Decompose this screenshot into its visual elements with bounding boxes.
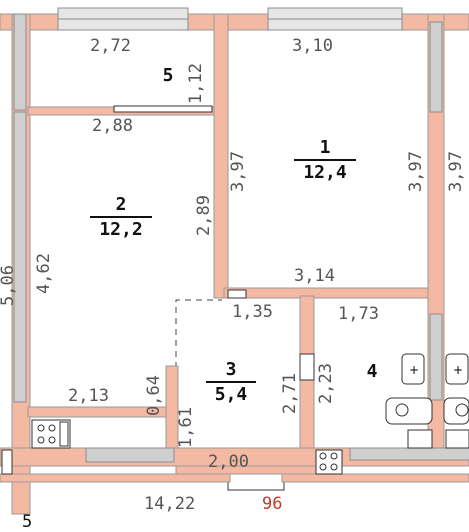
dim-289: 2,89 [194, 195, 214, 236]
window-left-2 [13, 111, 27, 403]
dim-506: 5,06 [0, 265, 18, 306]
svg-text:+: + [453, 363, 463, 377]
window-bottom-2 [349, 447, 469, 461]
entry-door [227, 473, 285, 491]
room-3-number: 3 [225, 359, 237, 380]
window-right [429, 21, 443, 113]
room-4-number: 4 [366, 361, 378, 382]
room-2-area: 12,2 [90, 215, 152, 241]
dim-462: 4,62 [34, 253, 54, 294]
svg-text:+: + [409, 363, 419, 377]
wall-1-bottom [223, 287, 435, 299]
room-1-area: 12,4 [294, 158, 356, 184]
dim-397-c: 3,97 [446, 151, 466, 192]
dim-310: 3,10 [292, 36, 333, 56]
dim-288: 2,88 [92, 116, 133, 136]
window-bottom-1 [85, 447, 175, 463]
dim-223: 2,23 [316, 363, 336, 404]
bottom-5: 5 [22, 512, 33, 532]
room-3-dashed [175, 299, 222, 368]
dim-064: 0,64 [144, 375, 164, 416]
wall-entry-right [281, 473, 469, 483]
dim-1422: 14,22 [144, 494, 196, 514]
dim-161: 1,61 [176, 407, 196, 448]
dim-135: 1,35 [232, 302, 273, 322]
dim-397-a: 3,97 [228, 151, 248, 192]
room-3-area: 5,4 [206, 380, 256, 406]
door-1-3 [227, 289, 247, 299]
room-2-number: 2 [115, 194, 127, 215]
wall-1-2 [213, 13, 229, 299]
room-4-label: 4 [362, 361, 382, 383]
dim-272: 2,72 [90, 36, 131, 56]
sink-icon: + + [401, 353, 469, 385]
door-5 [113, 105, 213, 113]
fridge-icon [1, 449, 13, 475]
bathtub-icon [385, 397, 469, 425]
dim-96: 96 [262, 494, 283, 514]
room-1-label: 1 12,4 [294, 137, 356, 184]
room-2-label: 2 12,2 [90, 194, 152, 241]
dim-173: 1,73 [338, 304, 379, 324]
room-1-number: 1 [319, 137, 331, 158]
dim-271: 2,71 [280, 373, 300, 414]
room-3-label: 3 5,4 [206, 359, 256, 406]
wall-entry-left [0, 473, 231, 483]
window-right-2 [429, 313, 443, 401]
dim-112: 1,12 [186, 63, 206, 104]
washbasin-icon [407, 429, 469, 449]
stove-icon [31, 419, 71, 449]
dim-213: 2,13 [68, 386, 109, 406]
room-5-number: 5 [162, 65, 174, 86]
dim-200: 2,00 [208, 452, 249, 472]
dim-314: 3,14 [294, 266, 335, 286]
dim-397-b: 3,97 [406, 151, 426, 192]
door-3-4 [299, 353, 315, 381]
room-5-label: 5 [158, 65, 178, 87]
stove-icon-2 [315, 449, 343, 475]
window-left-1 [13, 13, 27, 111]
